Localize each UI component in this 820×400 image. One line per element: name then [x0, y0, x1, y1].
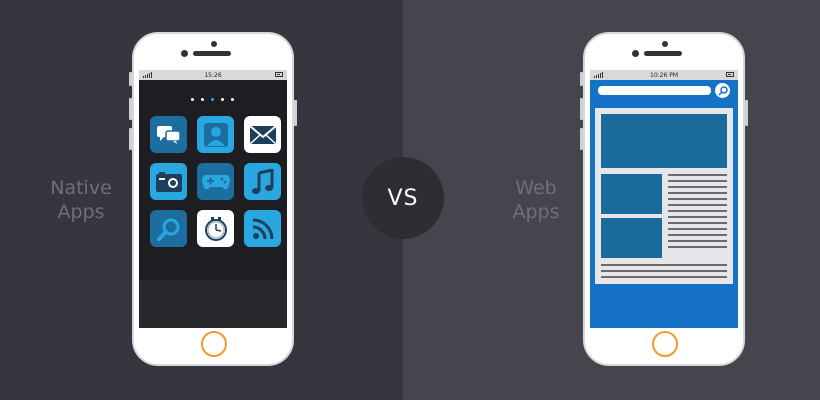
native-label-line2: Apps — [57, 201, 105, 223]
battery-icon — [726, 72, 734, 77]
phone-side-button — [129, 72, 132, 86]
page-dot — [201, 98, 204, 101]
speaker-grille — [193, 51, 231, 56]
vs-badge: VS — [362, 157, 444, 239]
front-camera-icon — [662, 41, 668, 47]
phone-side-button — [580, 98, 583, 120]
web-phone: 10:26 PM — [580, 32, 748, 366]
speaker-grille — [644, 51, 682, 56]
sensor-icon — [181, 50, 188, 57]
status-bar: 10:26 PM — [590, 70, 738, 80]
home-button[interactable] — [652, 331, 678, 357]
web-apps-label: Web Apps — [497, 176, 575, 224]
page-dot — [221, 98, 224, 101]
text-lines — [601, 264, 727, 282]
web-page-content — [595, 108, 733, 284]
search-button[interactable] — [715, 83, 730, 98]
camera-app[interactable] — [150, 163, 187, 200]
phone-side-button — [580, 128, 583, 150]
app-grid — [150, 116, 281, 247]
music-icon — [251, 168, 273, 194]
phone-side-button — [129, 98, 132, 120]
games-app[interactable] — [197, 163, 234, 200]
search-icon — [156, 218, 179, 241]
status-bar: 15:26 — [139, 70, 287, 80]
web-screen: 10:26 PM — [590, 70, 738, 328]
native-label-line1: Native — [50, 177, 112, 199]
content-image — [601, 218, 662, 258]
contact-icon — [203, 122, 228, 147]
page-dot — [231, 98, 234, 101]
phone-side-button — [745, 100, 748, 126]
phone-side-button — [294, 100, 297, 126]
vs-text: VS — [387, 185, 419, 211]
rss-app[interactable] — [244, 210, 281, 247]
signal-icon — [143, 72, 152, 78]
signal-icon — [594, 72, 603, 78]
phone-side-button — [580, 72, 583, 86]
page-dot-active — [211, 98, 214, 101]
battery-icon — [275, 72, 283, 77]
mail-app[interactable] — [244, 116, 281, 153]
page-indicator — [191, 98, 234, 101]
url-bar[interactable] — [598, 86, 711, 95]
search-app[interactable] — [150, 210, 187, 247]
status-time: 10:26 PM — [650, 71, 678, 79]
mail-icon — [248, 124, 277, 145]
web-label-line1: Web — [515, 177, 557, 199]
clock-app[interactable] — [197, 210, 234, 247]
app-dock — [139, 280, 287, 328]
sensor-icon — [632, 50, 639, 57]
gamepad-icon — [201, 174, 230, 189]
home-button[interactable] — [201, 331, 227, 357]
text-lines — [668, 174, 727, 252]
clock-icon — [204, 216, 227, 241]
web-label-line2: Apps — [512, 201, 560, 223]
rss-icon — [252, 218, 273, 239]
page-dot — [191, 98, 194, 101]
native-phone: 15:26 — [129, 32, 297, 366]
content-image — [601, 174, 662, 214]
native-screen: 15:26 — [139, 70, 287, 328]
hero-image — [601, 114, 727, 168]
front-camera-icon — [211, 41, 217, 47]
native-apps-label: Native Apps — [40, 176, 122, 224]
camera-icon — [155, 171, 182, 192]
phone-side-button — [129, 128, 132, 150]
status-time: 15:26 — [204, 71, 222, 79]
music-app[interactable] — [244, 163, 281, 200]
chat-icon — [156, 125, 181, 144]
chat-app[interactable] — [150, 116, 187, 153]
contacts-app[interactable] — [197, 116, 234, 153]
search-icon — [717, 85, 728, 96]
